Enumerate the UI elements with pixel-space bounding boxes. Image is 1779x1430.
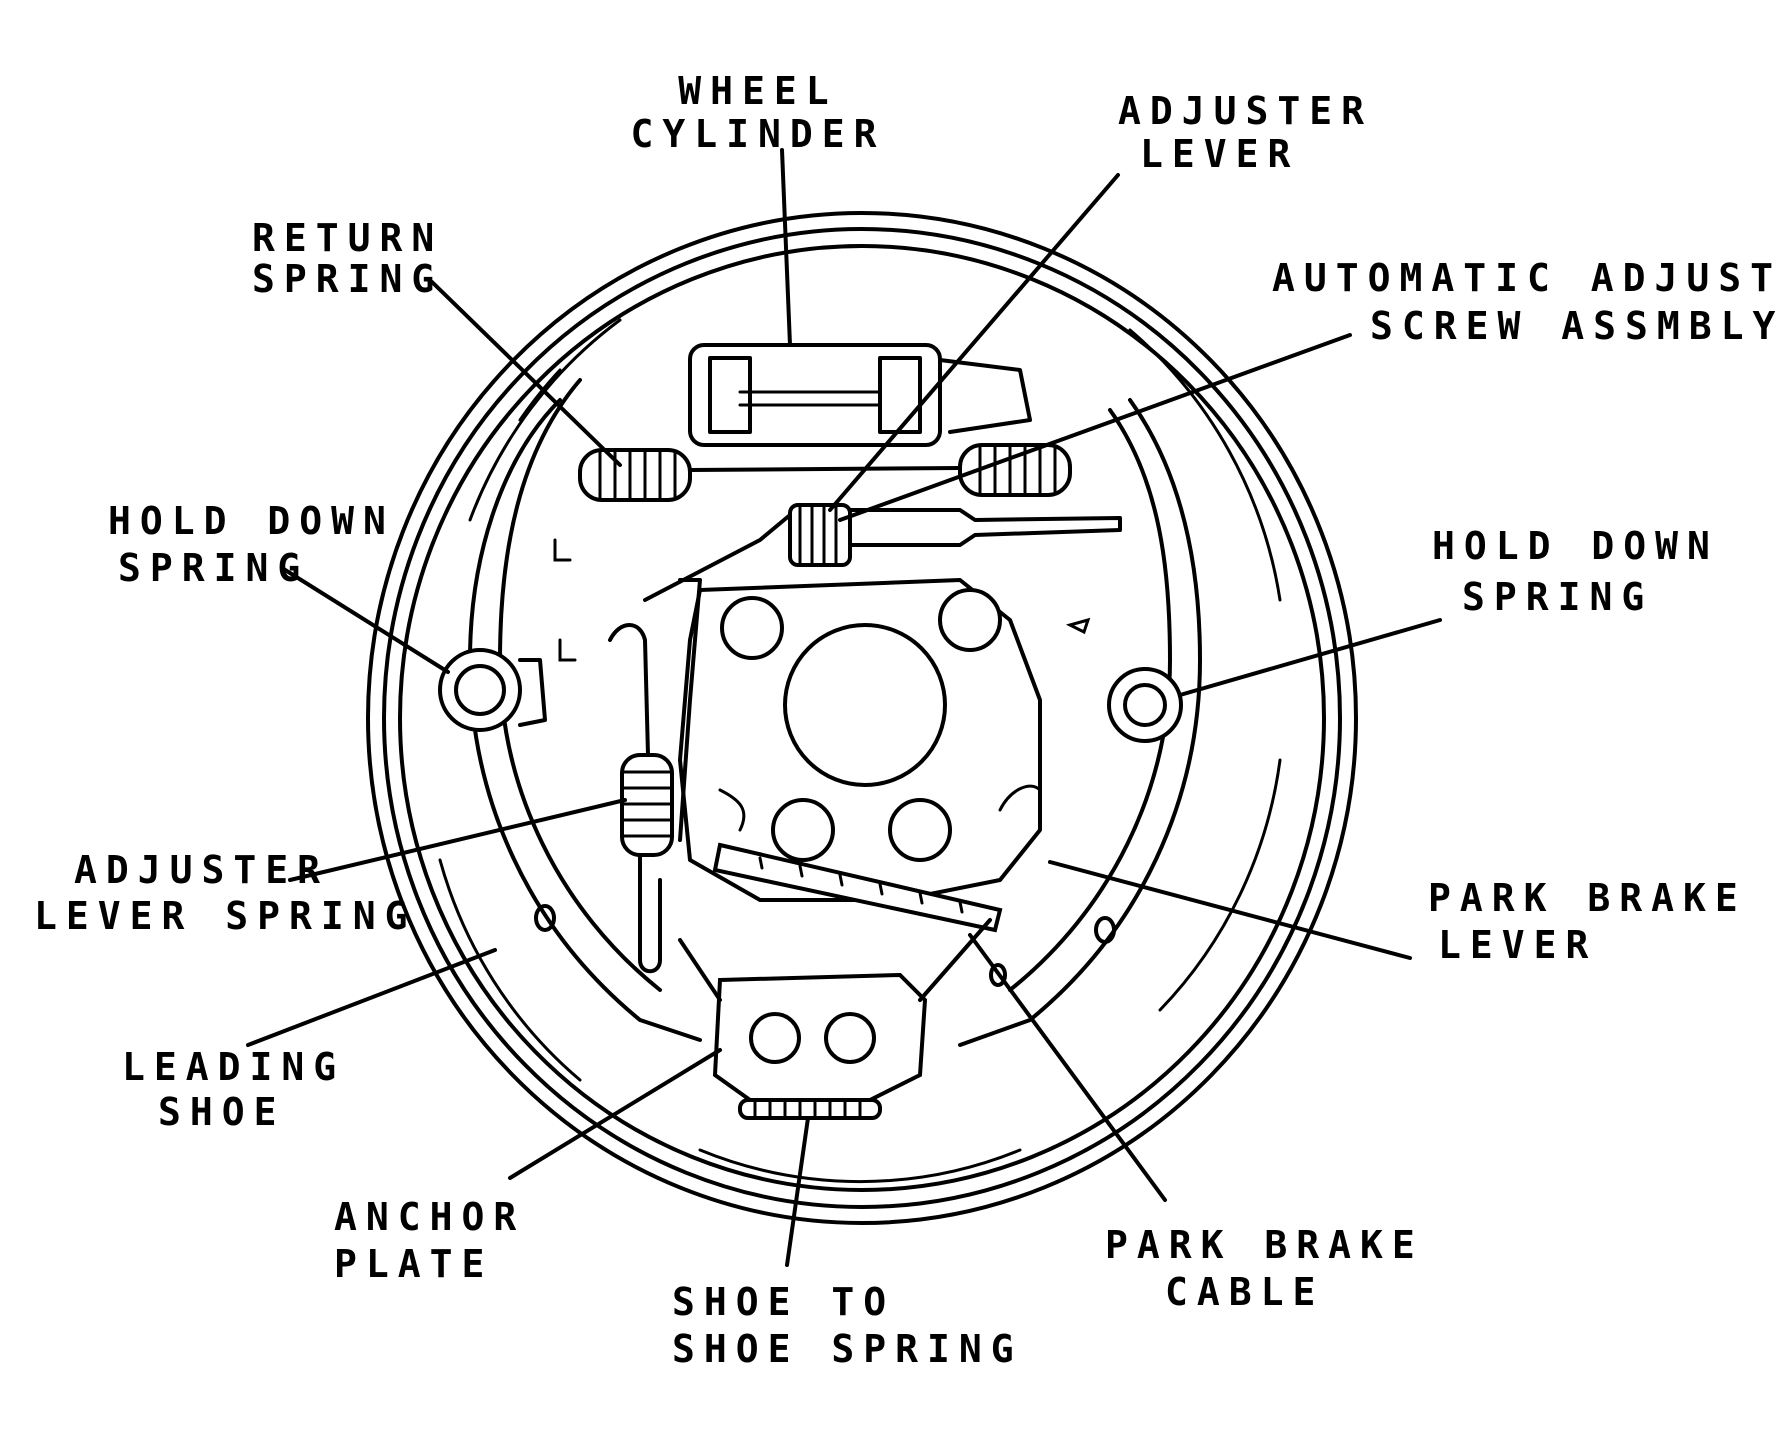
label-wheel-cylinder-line2: CYLINDER (630, 112, 885, 156)
label-automatic-adjuster-line1: AUTOMATIC ADJUSTER (1272, 256, 1779, 300)
leader-park-brake-cable (968, 933, 1167, 1202)
backing-plate-rings (366, 211, 1358, 1225)
label-leading-shoe-line1: LEADING (122, 1045, 345, 1089)
label-adjuster-lever-line1: ADJUSTER (1118, 89, 1373, 133)
leader-anchor-plate (508, 1048, 722, 1180)
leader-return-spring (430, 280, 622, 467)
leader-leading-shoe (246, 948, 497, 1047)
axle-hole (783, 623, 947, 787)
leader-hold-down-left (280, 566, 450, 674)
adjuster-screw-part (788, 503, 1122, 567)
label-adjuster-lever-spring-line1: ADJUSTER (74, 848, 329, 892)
leader-wheel-cylinder (780, 148, 792, 347)
park-brake-lever-part (712, 842, 1003, 933)
stud-hole (888, 798, 952, 862)
stud-hole (720, 596, 784, 660)
label-return-spring-line1: RETURN (252, 216, 443, 260)
adjuster-lever-spring-part (608, 623, 674, 974)
stud-hole (771, 798, 835, 862)
stud-hole (938, 588, 1002, 652)
hold-down-springs (438, 648, 1183, 743)
leader-lines (246, 148, 1442, 1267)
label-automatic-adjuster-line2: SCREW ASSMBLY (1370, 304, 1779, 348)
label-hold-down-left-line1: HOLD DOWN (108, 499, 395, 543)
label-wheel-cylinder-line1: WHEEL (678, 69, 837, 113)
label-hold-down-left-line2: SPRING (118, 546, 309, 590)
label-anchor-plate-line1: ANCHOR (334, 1195, 525, 1239)
wheel-cylinder-part (688, 343, 1032, 447)
anchor-plate-part (678, 918, 992, 1102)
label-hold-down-right-line1: HOLD DOWN (1432, 524, 1719, 568)
label-shoe-to-shoe-spring-line1: SHOE TO (672, 1280, 895, 1324)
shoe-to-shoe-spring-part (738, 1098, 882, 1120)
backing-plate-center (678, 578, 1091, 902)
leader-shoe-to-shoe-spring (785, 1116, 810, 1267)
label-adjuster-lever-spring-line2: LEVER SPRING (34, 894, 417, 938)
label-park-brake-cable-line2: CABLE (1165, 1270, 1324, 1314)
label-park-brake-lever-line1: PARK BRAKE (1428, 876, 1747, 920)
return-springs (578, 443, 1072, 502)
label-park-brake-lever-line2: LEVER (1438, 923, 1597, 967)
adjuster-lever-part (643, 513, 792, 842)
leader-hold-down-right (1178, 618, 1442, 697)
leader-automatic-adjuster (838, 333, 1352, 522)
label-leading-shoe-line2: SHOE (158, 1090, 286, 1134)
label-return-spring-line2: SPRING (252, 257, 443, 301)
leader-adjuster-lever (828, 173, 1120, 512)
part-labels: WHEEL CYLINDER ADJUSTER LEVER RETURN SPR… (34, 69, 1779, 1371)
label-adjuster-lever-line2: LEVER (1140, 132, 1299, 176)
leader-adjuster-lever-spring (288, 798, 627, 882)
label-hold-down-right-line2: SPRING (1462, 575, 1653, 619)
label-anchor-plate-line2: PLATE (334, 1242, 493, 1286)
label-park-brake-cable-line1: PARK BRAKE (1105, 1223, 1424, 1267)
leader-park-brake-lever (1048, 860, 1412, 960)
label-shoe-to-shoe-spring-line2: SHOE SPRING (672, 1327, 1023, 1371)
